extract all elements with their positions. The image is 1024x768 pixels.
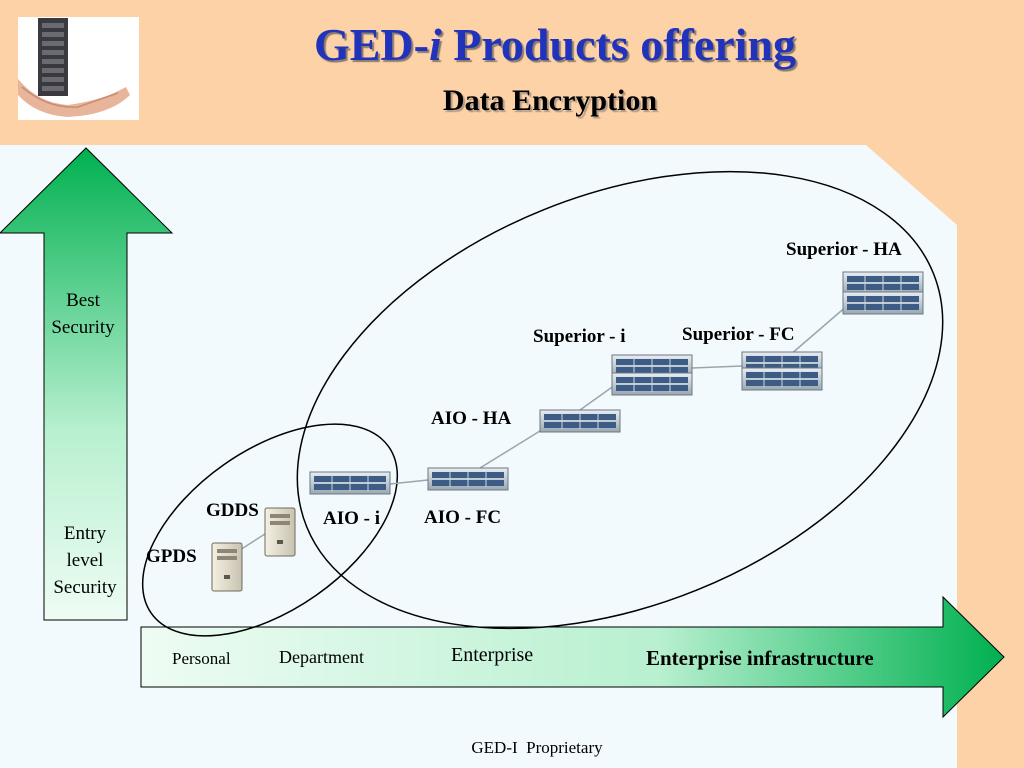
enterprise-infrastructure-label: Enterprise infrastructure <box>646 646 874 670</box>
superior-i-label: Superior - i <box>533 326 626 347</box>
content-panel <box>0 145 957 768</box>
market-arrow <box>140 595 1005 719</box>
superior-ha-label: Superior - HA <box>786 239 902 260</box>
aio-i-label: AIO - i <box>323 508 380 529</box>
product-connectors <box>239 304 849 551</box>
superior-ha-device-icon <box>842 271 924 315</box>
security-arrow <box>0 147 174 621</box>
personal-label: Personal <box>172 649 231 668</box>
footer-proprietary: GED-I Proprietary <box>471 738 603 757</box>
enterprise-grouping-ellipse <box>296 170 944 630</box>
superior-fc-device-icon <box>741 351 823 391</box>
aio-fc-device-icon <box>427 467 509 491</box>
superior-i-device-icon <box>611 354 693 396</box>
gpds-label: GPDS <box>146 546 197 567</box>
page-title: GED-i Products offering <box>313 19 797 70</box>
aio-fc-label: AIO - FC <box>424 507 502 528</box>
gdds-label: GDDS <box>206 500 259 521</box>
department-label: Department <box>279 647 364 667</box>
gdds-device-icon <box>264 507 296 557</box>
aio-ha-device-icon <box>539 409 621 433</box>
page-subtitle: Data Encryption <box>442 84 658 117</box>
gpds-device-icon <box>211 542 243 592</box>
aio-i-device-icon <box>309 471 391 495</box>
server-in-hand-logo <box>18 17 139 120</box>
aio-ha-label: AIO - HA <box>431 408 512 429</box>
entry-grouping-ellipse <box>141 423 399 637</box>
superior-fc-label: Superior - FC <box>682 324 795 345</box>
enterprise-label: Enterprise <box>451 644 534 666</box>
